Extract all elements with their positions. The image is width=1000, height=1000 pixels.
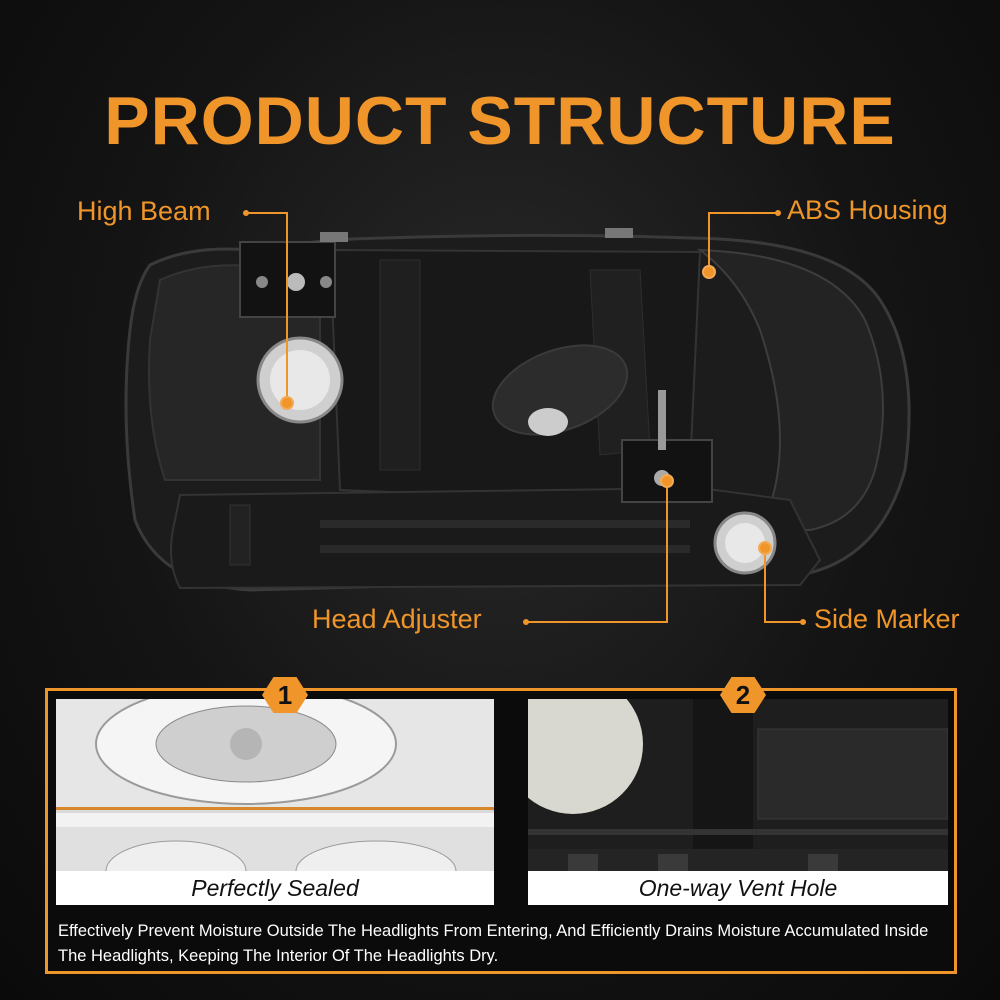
page-title: PRODUCT STRUCTURE <box>104 83 896 159</box>
high-beam-leader-v <box>286 212 288 402</box>
abs-housing-dot <box>775 210 781 216</box>
head-adjuster-hotspot <box>660 474 674 488</box>
head-adjuster-leader-h <box>526 621 668 623</box>
head-adjuster-leader-v <box>666 482 668 623</box>
feature-1-caption: Perfectly Sealed <box>56 871 494 905</box>
feature-2-photo <box>528 699 948 899</box>
abs-housing-hotspot <box>702 265 716 279</box>
headlight-illustration <box>124 228 911 592</box>
abs-housing-leader-v <box>708 212 710 270</box>
vent-hole-image <box>528 699 948 899</box>
abs-housing-label: ABS Housing <box>787 195 948 225</box>
feature-2-badge: 2 <box>720 677 766 713</box>
feature-description: Effectively Prevent Moisture Outside The… <box>58 922 929 965</box>
side-marker-leader-h <box>766 621 802 623</box>
high-beam-hotspot <box>280 396 294 410</box>
sealed-headlight-image <box>56 699 494 899</box>
side-marker-hotspot <box>758 541 772 555</box>
head-adjuster-label: Head Adjuster <box>312 604 482 634</box>
high-beam-label: High Beam <box>77 196 211 226</box>
abs-housing-leader-h <box>708 212 776 214</box>
feature-panel: 1 Perfectly Sealed 2 One-way Vent Hole E… <box>45 677 957 974</box>
side-marker-label: Side Marker <box>814 604 960 634</box>
high-beam-leader-h <box>246 212 286 214</box>
feature-2-caption: One-way Vent Hole <box>528 871 948 905</box>
feature-1-photo <box>56 699 494 899</box>
side-marker-dot <box>800 619 806 625</box>
side-marker-leader-v <box>764 548 766 623</box>
